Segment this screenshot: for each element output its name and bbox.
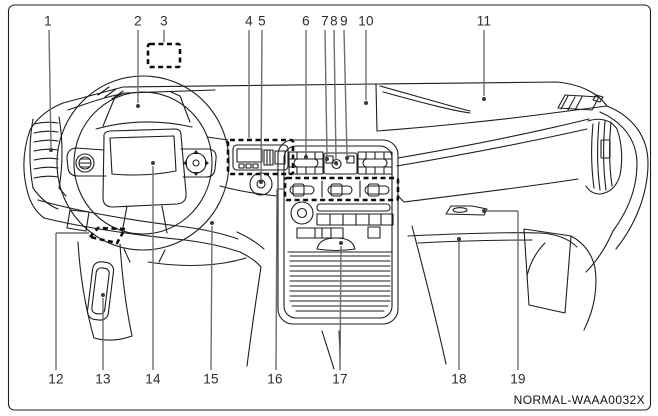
- callout-label-17: 17: [332, 371, 348, 387]
- callout-label-6: 6: [302, 13, 310, 29]
- callout-dot-15: [210, 221, 214, 225]
- callout-label-8: 8: [330, 13, 338, 29]
- callout-dot-1: [49, 148, 53, 152]
- callout-label-14: 14: [145, 371, 161, 387]
- callout-dot-14: [151, 161, 155, 165]
- callout-label-10: 10: [358, 13, 374, 29]
- callout-dot-11: [482, 97, 486, 101]
- callout-dot-10: [364, 101, 368, 105]
- callout-dot-13: [101, 293, 105, 297]
- callout-dot-8: [334, 161, 338, 165]
- callout-label-7: 7: [321, 13, 329, 29]
- callout-dot-6: [304, 155, 308, 159]
- highlight-box-3: [146, 42, 182, 69]
- callout-line-8: [333, 29, 337, 161]
- callout-dot-18: [457, 237, 461, 241]
- callout-dot-19: [482, 209, 486, 213]
- callout-label-16: 16: [267, 371, 283, 387]
- callout-line-9: [343, 29, 348, 156]
- callout-label-13: 13: [95, 371, 111, 387]
- callout-line-7: [324, 29, 328, 157]
- callout-label-19: 19: [510, 371, 526, 387]
- callout-label-12: 12: [48, 371, 64, 387]
- callout-line-1: [48, 29, 52, 149]
- callout-label-9: 9: [340, 13, 348, 29]
- highlight-box-12: [87, 226, 128, 245]
- callout-label-11: 11: [476, 13, 492, 29]
- callout-line-16: [275, 188, 278, 371]
- callout-label-15: 15: [203, 371, 219, 387]
- callout-dot-5: [259, 180, 263, 184]
- callout-label-5: 5: [258, 13, 266, 29]
- callout-dot-9: [345, 156, 349, 160]
- callout-label-2: 2: [134, 13, 142, 29]
- dashboard-illustration: [23, 75, 649, 371]
- highlight-box-16: [283, 176, 400, 202]
- figure-code: NORMAL-WAAA0032X: [513, 393, 645, 407]
- callout-label-18: 18: [451, 371, 467, 387]
- callout-label-3: 3: [160, 13, 168, 29]
- callout-label-4: 4: [245, 13, 253, 29]
- highlight-box-4-5: [226, 138, 295, 176]
- callout-dot-17: [339, 241, 343, 245]
- callout-line-17: [339, 245, 342, 371]
- callout-dot-2: [136, 104, 140, 108]
- callout-label-1: 1: [44, 13, 52, 29]
- figure-border: [7, 4, 652, 411]
- callout-line-5: [260, 29, 263, 181]
- callout-line-15: [210, 225, 213, 371]
- callout-dot-7: [325, 157, 329, 161]
